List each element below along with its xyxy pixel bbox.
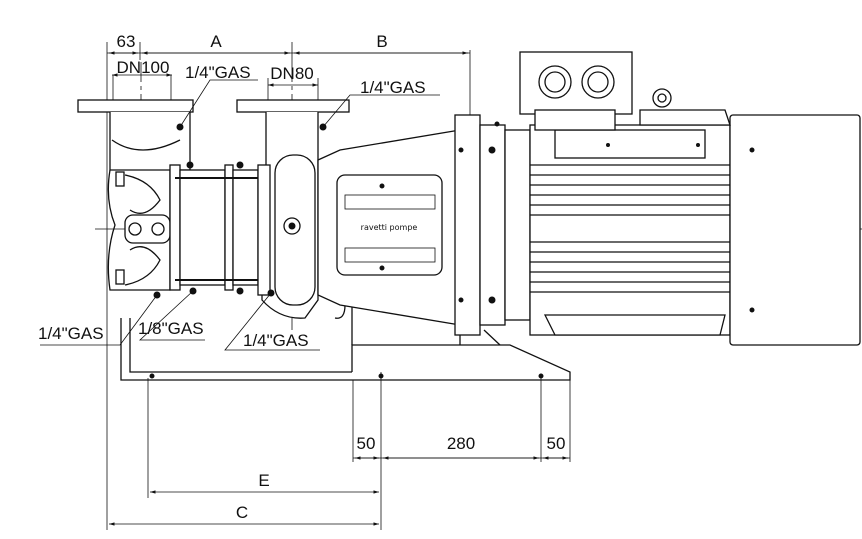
motor-fins — [530, 164, 730, 293]
dim-B: B — [376, 32, 387, 51]
gas-port-bottom-left: 1/4"GAS — [38, 324, 104, 343]
dim-C: C — [236, 503, 248, 522]
motor — [494, 51, 861, 346]
stage-bodies — [169, 161, 320, 295]
brand-label: ravetti pompe — [361, 223, 418, 232]
leader-lines — [40, 79, 440, 351]
dim-280: 280 — [447, 434, 475, 453]
suction-casing — [77, 99, 194, 299]
gas-port-bottom-mid: 1/8"GAS — [138, 319, 204, 338]
gas-port-bottom-right: 1/4"GAS — [243, 331, 309, 350]
flange-dimension-lines — [112, 73, 319, 100]
gas-port-discharge-top: 1/4"GAS — [360, 78, 426, 97]
dim-63: 63 — [117, 32, 136, 51]
gas-port-suction-top: 1/4"GAS — [185, 63, 251, 82]
extension-lines — [106, 42, 571, 530]
suction-flange-label: DN100 — [117, 58, 170, 77]
dim-50-right: 50 — [547, 434, 566, 453]
dim-50-left: 50 — [357, 434, 376, 453]
bracket — [317, 114, 506, 336]
dim-A: A — [210, 32, 222, 51]
dim-E: E — [258, 471, 269, 490]
discharge-flange-label: DN80 — [270, 64, 313, 83]
discharge-casing — [236, 99, 350, 319]
bottom-dimension-lines — [109, 456, 570, 526]
